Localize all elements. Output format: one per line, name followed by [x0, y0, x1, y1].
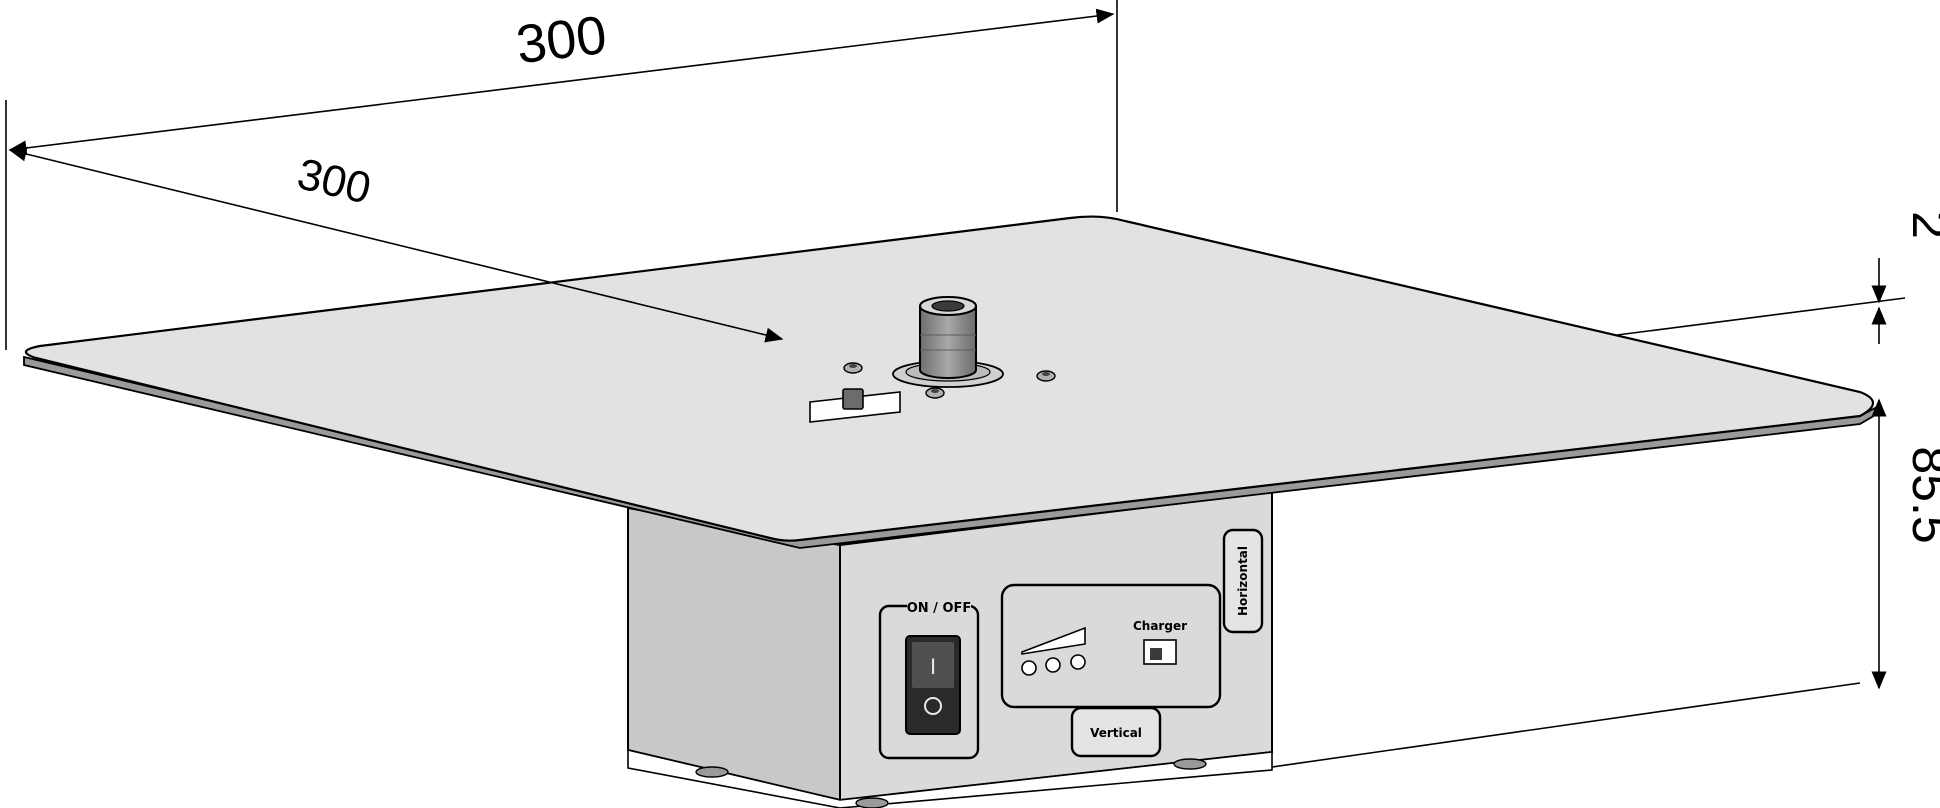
plate-components [809, 296, 1056, 423]
vertical-button-label: Vertical [1090, 726, 1142, 740]
dimension-thickness-label: 2 [1902, 211, 1940, 239]
charger-port-icon [1143, 639, 1177, 665]
battery-level-icon [1021, 626, 1086, 655]
foot-right [1173, 758, 1207, 770]
power-switch-group: ON / OFF I [878, 596, 980, 760]
rotation-shaft [892, 296, 1004, 388]
screw-front [925, 387, 945, 399]
dimension-height: 85.5 [1871, 398, 1940, 690]
horizontal-button-label: Horizontal [1236, 546, 1250, 616]
screw-right [1036, 370, 1056, 382]
control-panel: ON / OFF I Charger Vertical [878, 528, 1264, 760]
foot-left [695, 766, 729, 778]
dimension-height-label: 85.5 [1902, 446, 1940, 543]
base-box-lower-strip [627, 748, 1273, 808]
dimension-width-top: 300 [8, 5, 1115, 156]
power-switch[interactable]: I [905, 635, 961, 735]
base-box-side-face [627, 506, 841, 802]
vertical-button[interactable]: Vertical [1070, 706, 1162, 758]
power-switch-label: ON / OFF [907, 601, 972, 616]
led-2 [1045, 657, 1061, 673]
horizontal-button[interactable]: Horizontal [1222, 528, 1264, 634]
led-1 [1021, 660, 1037, 676]
charger-label: Charger [1133, 619, 1187, 633]
foot-front [855, 797, 889, 808]
screw-left [843, 362, 863, 374]
power-off-icon [924, 697, 942, 715]
led-3 [1070, 654, 1086, 670]
dimension-depth-label: 300 [293, 149, 376, 213]
dimension-width-top-label: 300 [513, 5, 610, 76]
power-switch-on-symbol: I [930, 654, 936, 679]
dimension-thickness: 2 [1871, 211, 1940, 344]
slide-switch[interactable] [809, 388, 901, 423]
